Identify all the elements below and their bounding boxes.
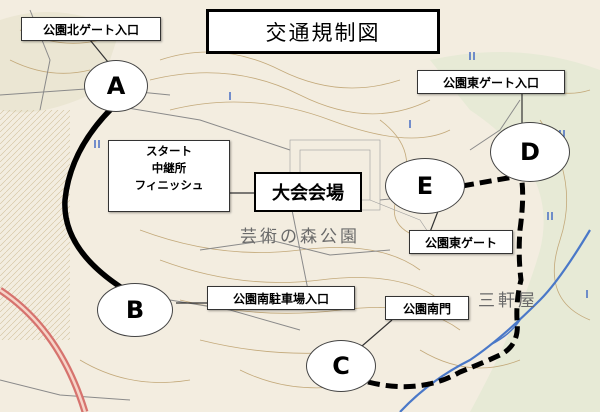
marker-e: E [385, 158, 465, 214]
label-point-b: 公園南駐車場入口 [207, 286, 355, 310]
marker-a: A [84, 60, 148, 112]
marker-d: D [490, 122, 570, 182]
main-road-center [0, 288, 87, 412]
route-a-b-solid [62, 105, 128, 293]
marker-b: B [97, 283, 173, 337]
area-name: 三軒屋 [478, 291, 538, 311]
residential-area [0, 110, 70, 340]
marker-c: C [306, 340, 376, 392]
route-c-d-dashed [367, 181, 526, 390]
venue-label: 大会会場 [254, 172, 362, 212]
map-title: 交通規制図 [206, 9, 440, 54]
river-branch [489, 319, 521, 346]
label-point-e: 公園東ゲート [409, 230, 513, 254]
callout-line-relay: 中継所 [151, 161, 187, 175]
water-markers [94, 52, 588, 298]
route-e-d-dashed [461, 172, 526, 189]
callout-line-finish: フィニッシュ [134, 178, 204, 192]
label-point-c: 公園南門 [385, 296, 469, 320]
label-point-a: 公園北ゲート入口 [21, 17, 161, 41]
event-points-callout: スタート 中継所 フィニッシュ [108, 140, 230, 212]
label-point-d: 公園東ゲート入口 [417, 70, 565, 94]
callout-line-start: スタート [146, 144, 192, 158]
park-name: 芸術の森公園 [240, 227, 360, 247]
